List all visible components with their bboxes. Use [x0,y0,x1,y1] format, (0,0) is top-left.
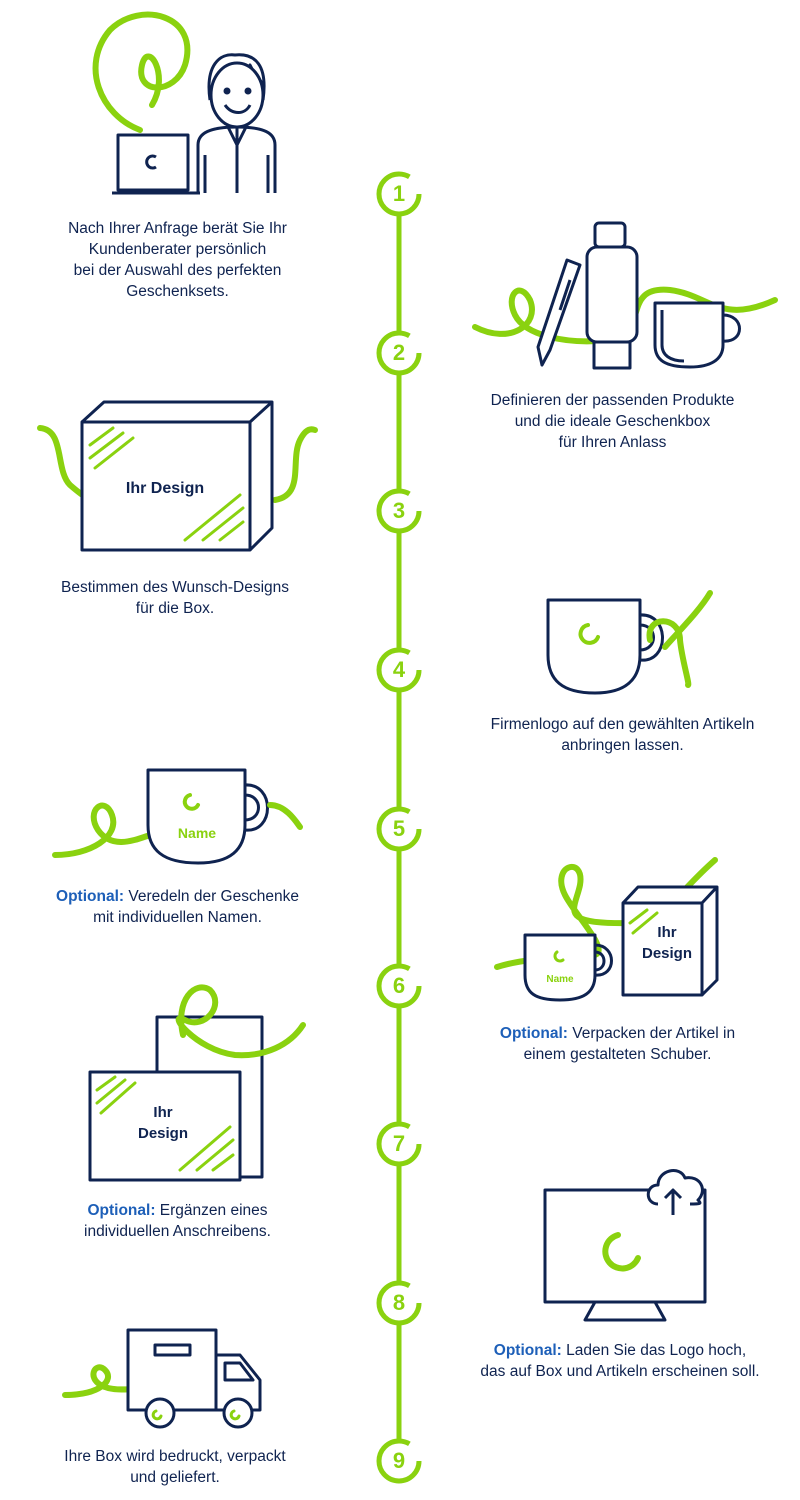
caption-line: und die ideale Geschenkbox [514,413,711,430]
truck-icon [60,1325,270,1435]
caption-text: Laden Sie das Logo hoch, [561,1342,747,1359]
step-number: 4 [392,657,406,682]
mug-name-label: Name [178,825,216,841]
monitor-upload-icon [540,1160,715,1325]
optional-label: Optional: [56,888,125,905]
step-number: 3 [392,498,406,523]
caption-line: anbringen lassen. [561,737,684,754]
step-caption-4: Firmenlogo auf den gewählten Artikeln an… [445,714,800,756]
caption-line: das auf Box und Artikeln erscheinen soll… [480,1363,760,1380]
caption-line: Nach Ihrer Anfrage berät Sie Ihr [68,220,287,237]
mug-with-logo-icon [540,585,720,700]
letter-design-label-1: Ihr [153,1104,172,1121]
caption-line: Optional: Verpacken der Artikel in [440,1023,795,1044]
caption-line: einem gestalteten Schuber. [523,1046,712,1063]
step-number: 2 [392,340,406,365]
caption-text: Verpacken der Artikel in [567,1025,736,1042]
step-number: 8 [392,1290,406,1315]
products-group [470,215,780,375]
step-badge-8: 8 [376,1280,422,1326]
box-design-label-1: Ihr [657,924,676,941]
caption-line: Kundenberater persönlich [88,241,267,258]
caption-line: Optional: Veredeln der Geschenke [0,886,355,907]
box-design-label-2: Design [642,945,692,962]
caption-line: individuellen Anschreibens. [84,1223,271,1240]
caption-line: Ihre Box wird bedruckt, verpackt [64,1448,286,1465]
pen-icon [536,258,582,367]
step-caption-8: Optional: Laden Sie das Logo hoch, das a… [440,1340,800,1382]
caption-line: Optional: Ergänzen eines [0,1200,355,1221]
gift-box-icon: Ihr Design [35,400,320,560]
caption-line: Geschenksets. [126,283,229,300]
caption-line: Definieren der passenden Produkte [490,392,735,409]
optional-label: Optional: [499,1025,568,1042]
letter-icon: Ihr Design [85,975,310,1185]
step-badge-9: 9 [376,1438,422,1484]
step-badge-5: 5 [376,806,422,852]
caption-text: Veredeln der Geschenke [124,888,299,905]
caption-line: bei der Auswahl des perfekten [73,262,282,279]
step-number: 6 [392,973,406,998]
caption-line: für Ihren Anlass [558,434,667,451]
caption-line: mit individuellen Namen. [93,909,262,926]
step-caption-6: Optional: Verpacken der Artikel in einem… [440,1023,795,1065]
step-badge-4: 4 [376,647,422,693]
step-caption-9: Ihre Box wird bedruckt, verpackt und gel… [0,1446,350,1488]
mug-with-name-icon: Name [50,765,310,870]
box-design-label: Ihr Design [126,480,204,497]
caption-line: Bestimmen des Wunsch-Designs [61,579,289,596]
step-badge-6: 6 [376,963,422,1009]
step-badge-3: 3 [376,488,422,534]
letter-design-label-2: Design [138,1125,188,1142]
step-number: 9 [392,1448,406,1473]
step-number: 1 [392,181,406,206]
step-caption-5: Optional: Veredeln der Geschenke mit ind… [0,886,355,928]
caption-line: und geliefert. [130,1469,220,1486]
optional-label: Optional: [87,1202,156,1219]
caption-line: für die Box. [135,600,215,617]
step-number: 5 [392,816,406,841]
step-number: 7 [392,1131,406,1156]
step-badge-1: 1 [376,171,422,217]
caption-line: Optional: Laden Sie das Logo hoch, [440,1340,800,1361]
step-badge-2: 2 [376,330,422,376]
step-caption-2: Definieren der passenden Produkte und di… [440,390,785,453]
step-caption-7: Optional: Ergänzen eines individuellen A… [0,1200,355,1242]
step-badge-7: 7 [376,1121,422,1167]
caption-line: Firmenlogo auf den gewählten Artikeln [490,716,755,733]
caption-text: Ergänzen eines [155,1202,268,1219]
person-with-laptop-icon [80,5,290,200]
step-caption-3: Bestimmen des Wunsch-Designs für die Box… [0,577,350,619]
slipcase-box-icon: Name Ihr Design [494,855,720,1005]
optional-label: Optional: [493,1342,562,1359]
mug-name-label: Name [546,974,574,985]
step-caption-1: Nach Ihrer Anfrage berät Sie Ihr Kundenb… [0,218,355,302]
